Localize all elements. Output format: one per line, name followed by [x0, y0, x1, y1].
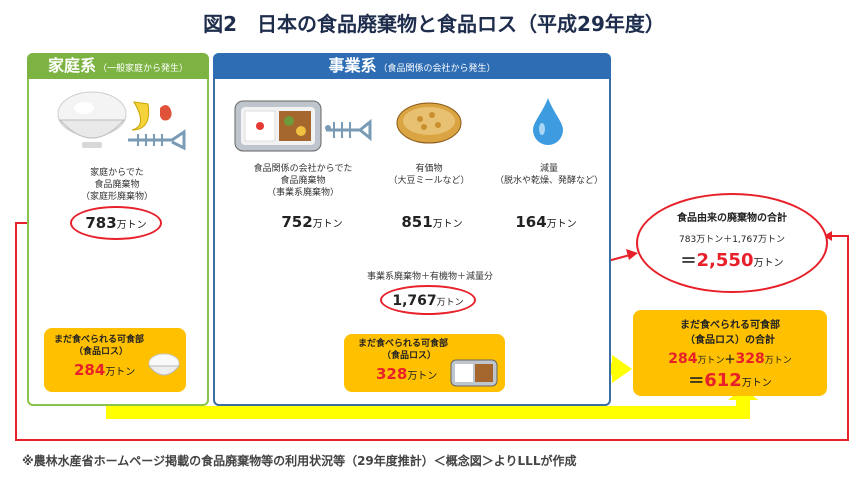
home-loss-up — [736, 396, 750, 419]
source-footnote: ※農林水産省ホームページ掲載の食品廃棄物等の利用状況等（29年度推計）＜概念図＞… — [22, 454, 577, 468]
total-loss-equals: ＝ — [688, 371, 705, 390]
household-subheading: （一般家庭から発生） — [98, 64, 189, 74]
household-amount-oval: 783万トン — [70, 206, 162, 240]
household-loss-title: まだ食べられる可食部 — [54, 335, 145, 345]
household-amount: 783 — [85, 214, 117, 232]
business-item-label-line: （大豆ミールなど） — [388, 176, 470, 186]
business-item-label-line: （脱水や乾燥、発酵など） — [494, 176, 603, 186]
household-loss-amount: 284 — [74, 361, 106, 379]
fish-bone-icon — [325, 118, 372, 142]
business-item-label-line: 有価物 — [415, 164, 443, 174]
business-loss-unit: 万トン — [407, 371, 438, 382]
business-item-label: 有価物 （大豆ミールなど） — [379, 163, 479, 187]
total-loss-plus: ＋ — [724, 353, 736, 366]
business-sum-oval: 1,767万トン — [380, 285, 476, 315]
household-heading: 家庭系 — [47, 56, 96, 75]
household-label: 家庭からでた 食品廃棄物 （家庭形廃棄物） — [28, 167, 206, 203]
business-item-amount: 164 — [515, 213, 547, 231]
business-panel-header: 事業系 （食品関係の会社から発生） — [213, 53, 611, 79]
business-amount-752: 752万トン — [262, 212, 362, 231]
total-waste-amount: 2,550 — [696, 250, 754, 271]
business-item-unit: 万トン — [312, 219, 343, 230]
business-loss-amount: 328 — [376, 365, 408, 383]
total-loss-title: （食品ロス）の合計 — [685, 335, 775, 346]
business-item-label: 食品関係の会社からでた 食品廃棄物 （事業系廃棄物） — [228, 163, 378, 199]
household-label-line: （家庭形廃棄物） — [80, 192, 153, 202]
business-loss-title: （食品ロス） — [382, 351, 437, 361]
business-item-unit: 万トン — [546, 219, 577, 230]
business-item-amount: 752 — [281, 213, 313, 231]
household-label-line: 家庭からでた — [90, 168, 144, 178]
household-unit: 万トン — [116, 220, 147, 231]
business-item-label-line: （事業系廃棄物） — [266, 188, 339, 198]
total-loss-b: 328 — [735, 351, 765, 367]
business-heading: 事業系 — [328, 56, 377, 75]
bento-small-icon — [450, 359, 498, 387]
rice-bowl-icon — [57, 91, 127, 148]
rice-bowl-small-icon — [147, 353, 181, 376]
total-waste-unit: 万トン — [753, 258, 784, 269]
business-item-label-line: 減量 — [539, 164, 558, 174]
total-waste-oval: 食品由来の廃棄物の合計 783万トン＋1,767万トン ＝2,550万トン — [636, 193, 828, 293]
biz-loss-arrow-head — [612, 355, 632, 383]
total-loss-box: まだ食べられる可食部 （食品ロス）の合計 284万トン＋328万トン ＝612万… — [633, 310, 827, 396]
bento-box-icon — [234, 100, 322, 152]
home-loss-bottom — [106, 406, 746, 419]
household-loss-unit: 万トン — [105, 367, 136, 378]
business-amount-851: 851万トン — [382, 212, 482, 231]
business-amount-164: 164万トン — [496, 212, 596, 231]
business-item-unit: 万トン — [432, 219, 463, 230]
total-loss-a-unit: 万トン — [697, 356, 725, 366]
total-waste-title: 食品由来の廃棄物の合計 — [677, 213, 787, 224]
business-loss-title: まだ食べられる可食部 — [358, 339, 449, 349]
business-item-label: 減量 （脱水や乾燥、発酵など） — [488, 163, 610, 187]
business-subheading: （食品関係の会社から発生） — [378, 64, 496, 74]
red-loop-arrowhead — [824, 231, 832, 241]
household-label-line: 食品廃棄物 — [94, 180, 140, 190]
red-loop-line — [15, 222, 849, 441]
total-waste-equals: ＝ — [680, 251, 697, 270]
business-sum-label: 事業系廃棄物＋有機物＋減量分 — [366, 272, 493, 282]
household-panel-header: 家庭系 （一般家庭から発生） — [27, 53, 209, 79]
red-sum-arrowhead — [626, 249, 638, 260]
diagram-title: 図2 日本の食品廃棄物と食品ロス（平成29年度） — [203, 12, 665, 36]
food-scraps-icon — [128, 101, 186, 151]
total-loss-b-unit: 万トン — [764, 356, 792, 366]
total-waste-formula: 783万トン＋1,767万トン — [679, 235, 785, 245]
total-loss-amount: 612 — [704, 370, 742, 391]
total-loss-a: 284 — [668, 351, 698, 367]
soybean-meal-icon — [396, 102, 462, 144]
business-item-amount: 851 — [401, 213, 433, 231]
business-sum-unit: 万トン — [436, 298, 464, 308]
business-sum-amount: 1,767 — [392, 293, 437, 309]
water-drop-icon — [533, 98, 563, 145]
business-item-label-line: 食品廃棄物 — [280, 176, 326, 186]
total-loss-unit: 万トン — [741, 378, 772, 389]
total-loss-title: まだ食べられる可食部 — [680, 320, 780, 331]
business-item-label-line: 食品関係の会社からでた — [253, 164, 353, 174]
household-loss-title: （食品ロス） — [74, 347, 129, 357]
